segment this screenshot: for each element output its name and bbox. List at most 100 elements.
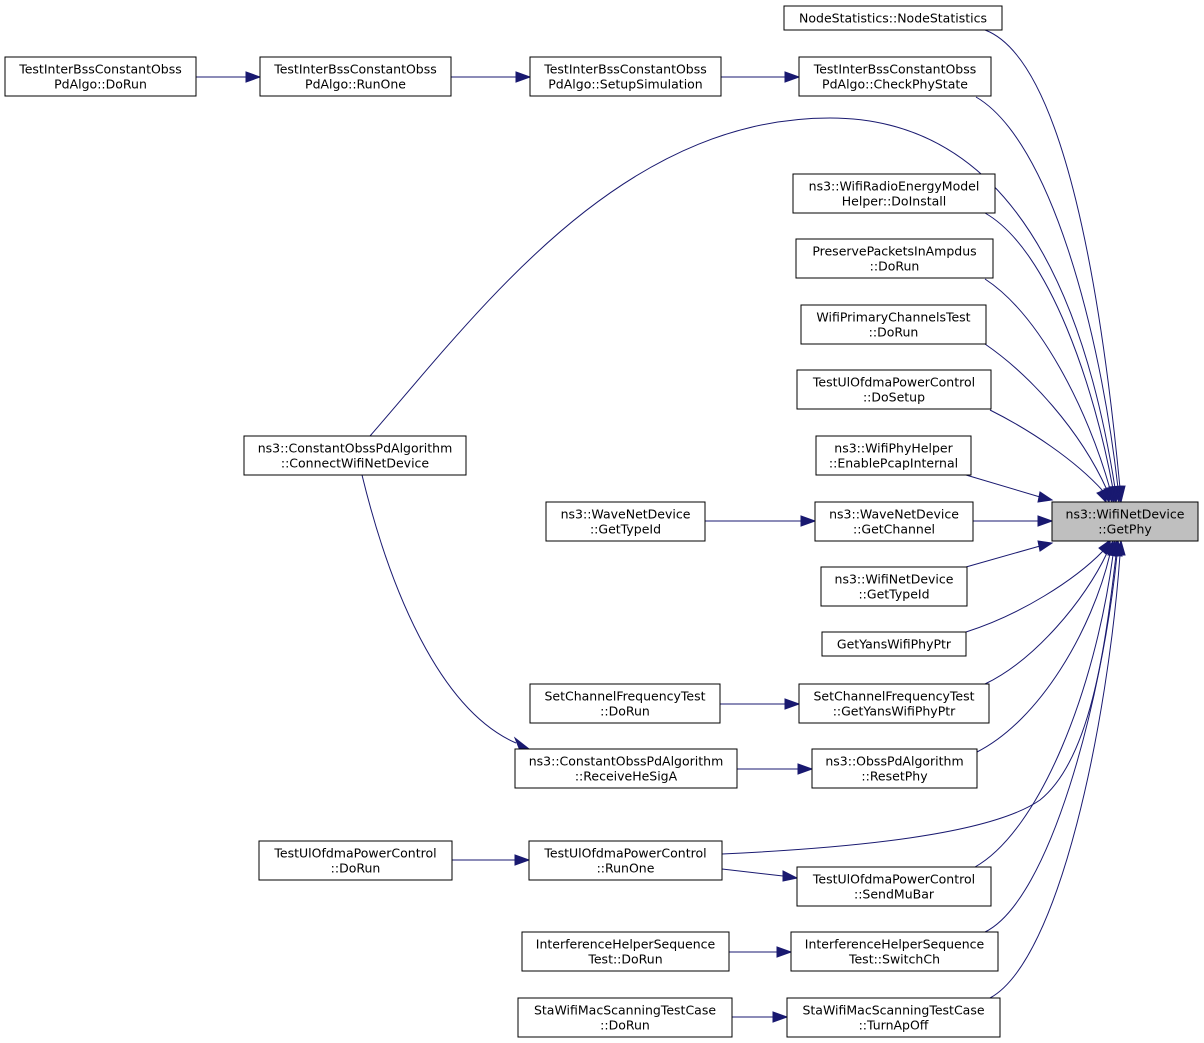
edge-ulrunone-to-sendmubar <box>721 868 799 882</box>
node-box[interactable] <box>4 56 197 97</box>
node-box[interactable] <box>528 840 723 881</box>
edge-line <box>984 212 1114 490</box>
edge-sendmubar-to-getphy <box>974 539 1119 868</box>
node-label: PdAlgo::SetupSimulation <box>548 77 702 92</box>
edge-wifitypeid-to-getphy <box>965 540 1054 568</box>
node-pcap[interactable]: ns3::WifiPhyHelper::EnablePcapInternal <box>815 435 972 476</box>
node-box[interactable] <box>545 501 706 542</box>
node-label: TestInterBssConstantObss <box>813 62 977 77</box>
node-wavechannel[interactable]: ns3::WaveNetDevice::GetChannel <box>814 501 974 542</box>
edge-line <box>974 554 1114 868</box>
node-box[interactable] <box>258 840 453 881</box>
node-box[interactable] <box>517 997 733 1038</box>
node-label: InterferenceHelperSequence <box>805 937 985 952</box>
node-scfdorun[interactable]: SetChannelFrequencyTest::DoRun <box>529 683 721 724</box>
edge-wavechannel-to-getphy <box>973 515 1054 527</box>
edge-line <box>369 117 1116 489</box>
node-box[interactable] <box>521 931 730 972</box>
node-yansptr[interactable]: GetYansWifiPhyPtr <box>821 631 967 657</box>
node-box[interactable] <box>796 369 992 410</box>
node-nodestat[interactable]: NodeStatistics::NodeStatistics <box>783 5 1003 31</box>
node-radioenergy[interactable]: ns3::WifiRadioEnergyModelHelper::DoInsta… <box>792 173 996 214</box>
node-checkphy[interactable]: TestInterBssConstantObssPdAlgo::CheckPhy… <box>798 56 992 97</box>
edge-scfyans-to-getphy <box>984 539 1113 685</box>
node-box[interactable] <box>1051 501 1199 542</box>
node-ulsetup[interactable]: TestUlOfdmaPowerControl::DoSetup <box>796 369 992 410</box>
arrowhead-icon <box>245 71 262 83</box>
edge-radioenergy-to-getphy <box>984 212 1119 504</box>
node-scfyans[interactable]: SetChannelFrequencyTest::GetYansWifiPhyP… <box>798 683 990 724</box>
arrowhead-icon <box>1037 515 1054 527</box>
node-box[interactable] <box>811 748 978 789</box>
node-preserve[interactable]: PreservePacketsInAmpdus::DoRun <box>795 238 994 279</box>
edge-line <box>984 552 1108 685</box>
node-label: PdAlgo::DoRun <box>54 77 147 92</box>
node-label: SetChannelFrequencyTest <box>544 689 705 704</box>
node-connect[interactable]: ns3::ConstantObssPdAlgorithm::ConnectWif… <box>243 435 467 476</box>
node-box[interactable] <box>786 997 1001 1038</box>
node-sendmubar[interactable]: TestUlOfdmaPowerControl::SendMuBar <box>796 866 992 907</box>
node-box[interactable] <box>243 435 467 476</box>
node-box[interactable] <box>821 631 967 657</box>
edge-ulsetup-to-getphy <box>989 409 1108 504</box>
arrowhead-icon <box>784 71 801 83</box>
node-label: ::DoRun <box>600 704 650 719</box>
node-primarych[interactable]: WifiPrimaryChannelsTest::DoRun <box>800 304 987 345</box>
node-ulrunone[interactable]: TestUlOfdmaPowerControl::RunOne <box>528 840 723 881</box>
arrowhead-icon <box>776 946 793 958</box>
node-label: ::EnablePcapInternal <box>829 456 958 471</box>
node-box[interactable] <box>795 238 994 279</box>
edge-line <box>721 868 784 877</box>
edge-line <box>976 553 1111 753</box>
arrowhead-icon <box>782 870 799 882</box>
node-label: ns3::WaveNetDevice <box>561 507 691 522</box>
edge-stadorun-to-turnapoff <box>732 1011 789 1023</box>
node-turnapoff[interactable]: StaWifiMacScanningTestCase::TurnApOff <box>786 997 1001 1038</box>
node-label: GetYansWifiPhyPtr <box>837 637 952 652</box>
node-box[interactable] <box>798 683 990 724</box>
node-label: ns3::WifiNetDevice <box>1066 507 1185 522</box>
node-box[interactable] <box>792 173 996 214</box>
node-box[interactable] <box>790 931 999 972</box>
node-label: ::GetPhy <box>1098 522 1152 537</box>
node-box[interactable] <box>259 56 452 97</box>
arrowhead-icon <box>513 736 531 750</box>
node-label: ::ConnectWifiNetDevice <box>281 456 430 471</box>
node-label: ::GetTypeId <box>590 522 661 537</box>
node-receivehesiga[interactable]: ns3::ConstantObssPdAlgorithm::ReceiveHeS… <box>514 748 738 789</box>
node-box[interactable] <box>814 501 974 542</box>
edge-receivehesiga-to-resetphy <box>737 763 814 775</box>
node-box[interactable] <box>796 866 992 907</box>
edge-resetphy-to-getphy <box>976 539 1116 753</box>
node-stadorun[interactable]: StaWifiMacScanningTestCase::DoRun <box>517 997 733 1038</box>
node-setupsim[interactable]: TestInterBssConstantObssPdAlgo::SetupSim… <box>529 56 722 97</box>
node-getphy[interactable]: ns3::WifiNetDevice::GetPhy <box>1051 501 1199 542</box>
arrowhead-icon <box>1114 539 1126 556</box>
node-box[interactable] <box>514 748 738 789</box>
node-label: Helper::DoInstall <box>842 194 946 209</box>
edge-line <box>989 409 1104 492</box>
node-box[interactable] <box>783 5 1003 31</box>
node-label: TestInterBssConstantObss <box>543 62 707 77</box>
node-label: ::DoRun <box>331 861 381 876</box>
node-wifitypeid[interactable]: ns3::WifiNetDevice::GetTypeId <box>820 566 968 607</box>
node-box[interactable] <box>529 683 721 724</box>
node-box[interactable] <box>820 566 968 607</box>
node-label: TestInterBssConstantObss <box>273 62 437 77</box>
node-label: ::ReceiveHeSigA <box>575 769 678 784</box>
node-label: Test::SwitchCh <box>848 952 940 967</box>
node-box[interactable] <box>529 56 722 97</box>
edge-line <box>975 96 1119 489</box>
node-box[interactable] <box>800 304 987 345</box>
node-wavetypeid[interactable]: ns3::WaveNetDevice::GetTypeId <box>545 501 706 542</box>
node-resetphy[interactable]: ns3::ObssPdAlgorithm::ResetPhy <box>811 748 978 789</box>
node-box[interactable] <box>815 435 972 476</box>
node-uldorun[interactable]: TestUlOfdmaPowerControl::DoRun <box>258 840 453 881</box>
node-box[interactable] <box>798 56 992 97</box>
node-label: ::DoRun <box>869 325 919 340</box>
node-label: ::ResetPhy <box>861 769 928 784</box>
